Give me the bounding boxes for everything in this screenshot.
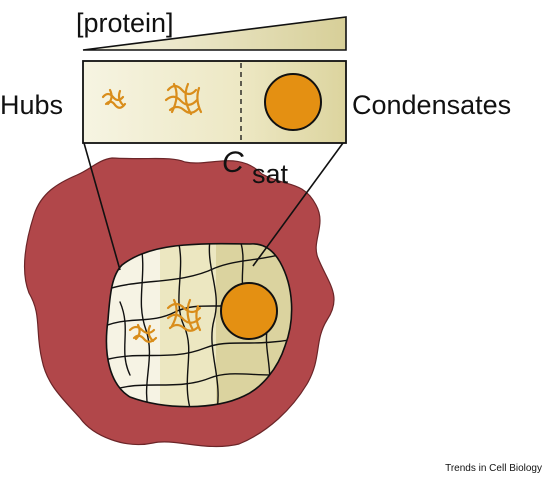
zoom-line-left [83, 142, 121, 271]
condensate-droplet-icon [264, 73, 322, 131]
concentration-gradient-wedge-icon [82, 16, 347, 51]
csat-symbol: C [222, 146, 244, 179]
magnified-band [82, 60, 347, 144]
protein-hub-icon [128, 298, 202, 343]
nucleus-condensate-droplet [220, 282, 278, 340]
zoom-line-right [252, 142, 344, 267]
csat-subscript: sat [252, 159, 289, 189]
csat-label: C sat [222, 146, 289, 189]
chromatin-network-icon [106, 243, 292, 407]
hubs-label: Hubs [0, 90, 63, 120]
condensates-label: Condensates [352, 90, 511, 120]
large-hub-icon [164, 82, 203, 116]
protein-concentration-label: [protein] [76, 8, 174, 38]
journal-credit: Trends in Cell Biology [445, 463, 542, 474]
small-hub-icon [101, 88, 127, 109]
